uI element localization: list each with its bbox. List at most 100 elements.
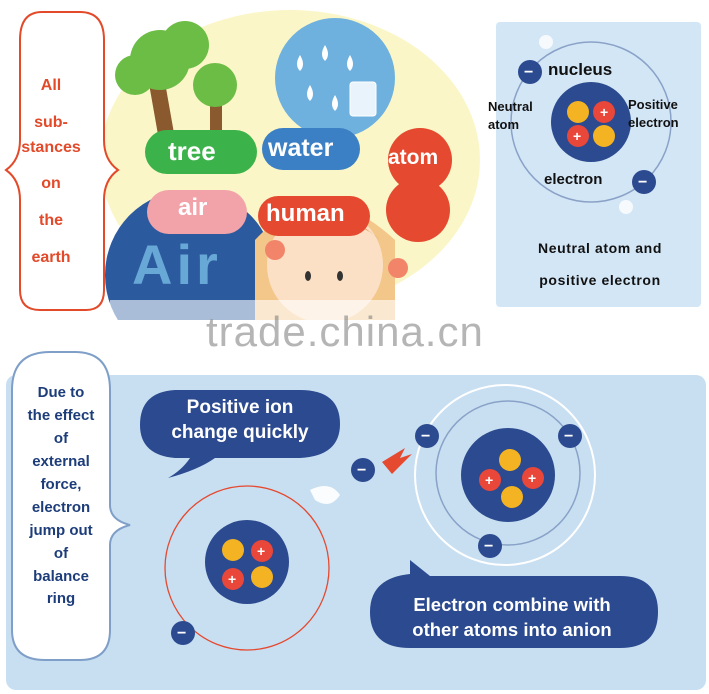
proton [501,486,523,508]
explanation-line: jump out [29,521,93,539]
water-drops-icon [297,45,353,111]
left-bracket [4,11,120,311]
neutral-atom-line: atom [488,116,520,132]
glass-icon [349,81,377,117]
bracket-line: sub- [34,113,68,131]
neutron [593,125,615,147]
atom-label: atom [388,146,439,169]
positive-ion-line: Positive ion [186,397,294,418]
electron-icon [478,534,502,558]
panel-caption: Neutral atom and positive electron [500,232,700,296]
left-text-bubble [11,351,131,661]
explanation-line: the effect [27,406,95,424]
bracket-line: earth [31,248,71,266]
air-label: air [178,194,208,221]
anion-line: Electron combine with [413,594,611,615]
svg-text:−: − [421,428,430,445]
neutral-atom-diagram: + + − − [510,35,672,214]
svg-text:−: − [484,538,493,555]
svg-text:+: + [600,104,608,120]
bracket-line: stances [21,138,81,156]
svg-text:+: + [485,472,493,488]
human-pill [258,196,370,236]
proton [251,540,273,562]
water-pill [262,128,360,170]
positive-electron-line: Positive [628,97,678,112]
explanation-line: external [32,452,90,470]
explanation-line: of [53,429,69,447]
explanation-line: ring [46,590,76,608]
arrow-icon [382,448,412,474]
left-atom-orbit [164,485,330,651]
substances-background [4,10,480,320]
atom-red-blob-top [388,128,452,192]
electron-icon [632,170,656,194]
left-nucleus [205,520,289,604]
svg-text:−: − [638,174,647,191]
atom-red-blob-bottom [386,178,450,242]
right-atom-outer-orbit [414,384,596,566]
tree-pill [145,130,257,174]
electron-icon [558,424,582,448]
air-pill [147,190,247,234]
nucleus-label: nucleus [548,60,613,79]
neutral-atom-label: Neutral atom [488,98,533,133]
positive-electron-label: Positive electron [628,96,679,131]
anion-text: Electron combine with other atoms into a… [372,593,652,643]
explanation-line: force, [40,475,82,493]
positive-ion-line: change quickly [171,421,309,443]
svg-text:+: + [573,128,581,144]
right-atom-inner-orbit [435,400,581,546]
svg-text:−: − [564,428,573,445]
electron-label: electron [544,171,603,188]
bracket-line: on [41,175,61,193]
left-explanation-text: Due to the effect of external force, ele… [16,382,106,611]
right-nucleus [461,428,555,522]
proton [522,467,544,489]
explanation-line: of [53,544,69,562]
proton [251,566,273,588]
svg-text:−: − [524,64,533,81]
human-label: human [266,200,345,227]
neutron [567,125,589,147]
substances-bracket-text: All sub- stances on the earth [20,74,82,271]
electron-icon [171,621,195,645]
svg-text:+: + [528,470,536,486]
bracket-line: All [40,77,62,94]
neutral-atom-line: Neutral [488,99,533,114]
ion-diagram: + + − − + + − − − [11,351,658,661]
proton [479,469,501,491]
explanation-line: electron [31,498,91,516]
tree-label: tree [168,136,216,166]
explanation-line: Due to [37,384,85,401]
proton [222,539,244,561]
explanation-line: balance [33,567,89,585]
caption-line: Neutral atom and [538,240,662,256]
electron-icon [351,458,375,482]
watermark: trade.china.cn [206,308,484,355]
water-circle [275,18,395,138]
svg-text:+: + [228,571,236,587]
anion-bubble [370,560,658,648]
nucleus [551,82,631,162]
svg-text:−: − [357,462,366,479]
air-sign-text: Air [132,233,222,296]
positive-ion-text: Positive ion change quickly [150,396,330,445]
electron-icon [415,424,439,448]
positive-electron-line: electron [628,114,679,130]
positive-ion-bubble [140,390,340,478]
motion-trail [310,486,340,504]
proton [567,101,589,123]
tree-illustration [115,21,237,136]
caption-line: positive electron [539,272,661,289]
anion-line: other atoms into anion [412,618,612,640]
bracket-line: the [39,212,63,230]
svg-text:+: + [257,543,265,559]
proton [222,568,244,590]
proton [593,101,615,123]
svg-text:−: − [177,625,186,642]
electron-icon [518,60,542,84]
electron-orbit [510,41,672,203]
water-label: water [268,134,334,162]
proton [499,449,521,471]
